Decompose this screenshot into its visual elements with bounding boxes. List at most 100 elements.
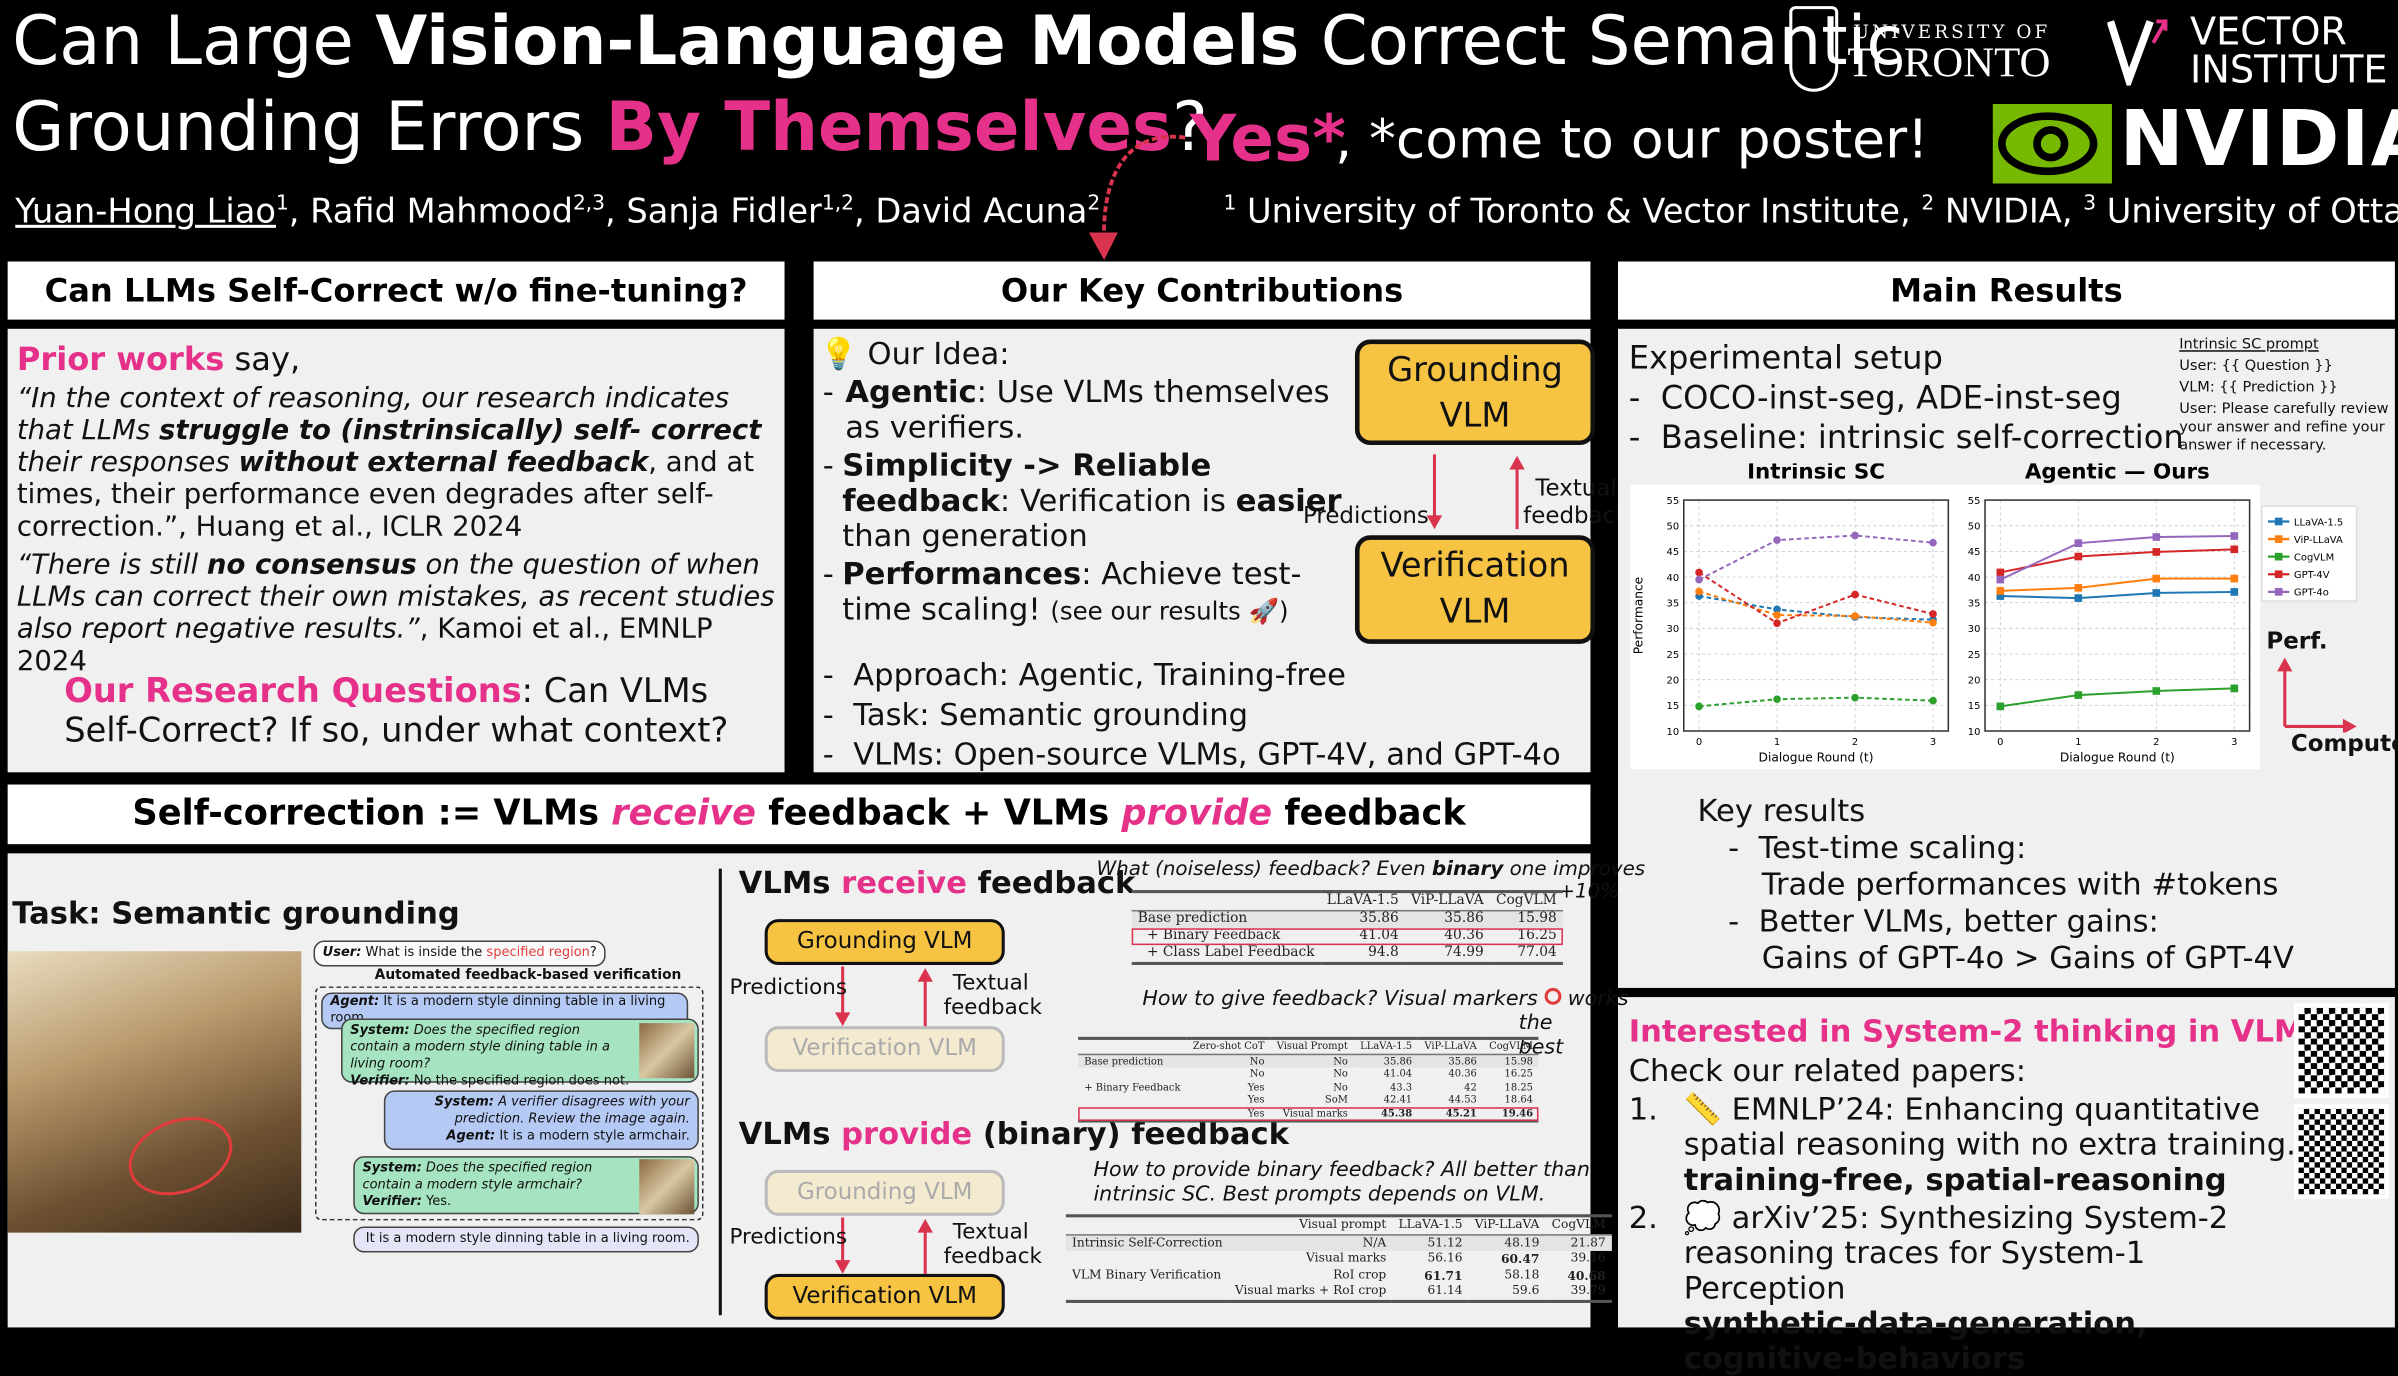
bullet: - Agentic: Use VLMs themselves as verifi…: [823, 374, 1343, 445]
text-segment: : Can VLMs Self-Correct? If so, under wh…: [64, 672, 729, 751]
prompt-line: User: Please carefully review your answe…: [2179, 400, 2389, 455]
series-line-LLaVA-1.5: [2000, 590, 2235, 600]
data-point: [1695, 587, 1703, 596]
data-point: [2230, 532, 2239, 540]
column-header: LLaVA-1.5: [1398, 1217, 1463, 1232]
key-item: - Test-time scaling:Trade performances w…: [1698, 829, 2294, 902]
verification-vlm-box: Verification VLM: [764, 1273, 1005, 1320]
y-tick-label: 35: [1968, 599, 1981, 610]
series-line-GPT-4V: [1698, 571, 1934, 625]
paper-item[interactable]: 1.📏 EMNLP’24: Enhancing quantitative spa…: [1629, 1090, 2302, 1198]
system-text: System: Does the specified region contai…: [362, 1161, 630, 1195]
column-header: LLaVA-1.5: [1326, 893, 1399, 909]
data-point: [1851, 693, 1859, 702]
bullet: - Performances: Achieve test-time scalin…: [823, 556, 1343, 629]
table-cell: 40.68: [1567, 1267, 1606, 1283]
data-point: [1929, 618, 1937, 627]
paper-item[interactable]: 2. 💭 arXiv’25: Synthesizing System-2 reas…: [1628, 1198, 2302, 1376]
qr-code-icon[interactable]: [2293, 1003, 2389, 1099]
text-segment: , David Acuna: [853, 193, 1088, 232]
text-segment: than generation: [842, 516, 1088, 554]
paper-tags: training-free, spatial-reasoning: [1683, 1160, 2227, 1198]
ruler-icon: 📏: [1683, 1090, 1722, 1128]
table-cell: 56.16: [1427, 1250, 1463, 1265]
y-tick-label: 15: [1968, 701, 1981, 712]
caption-text: works: [1567, 986, 1629, 1011]
chart-background: [1630, 484, 2261, 770]
column-header: [1132, 892, 1321, 911]
legend-marker: [2274, 552, 2283, 561]
bullet-text: Approach: Agentic, Training-free: [853, 656, 1346, 693]
column-header: [1066, 1216, 1229, 1234]
column-header: CogVLM: [1489, 1039, 1534, 1053]
y-tick-label: 30: [1968, 624, 1981, 635]
table-cell: No: [1249, 1054, 1265, 1067]
poster: Can Large Vision-Language Models Correct…: [7, 3, 2398, 1376]
y-tick-label: 10: [1667, 727, 1680, 738]
setup-item: - COCO-inst-seg, ADE-inst-seg: [1628, 379, 2122, 416]
key-title: Key results: [1697, 792, 1866, 829]
table-cell: No: [1249, 1067, 1265, 1080]
flow-arrows-icon: [1426, 454, 1525, 530]
text-segment: binary: [1431, 857, 1504, 881]
nvidia-eye-icon: [1992, 103, 2112, 184]
related-papers: 1.📏 EMNLP’24: Enhancing quantitative spa…: [1628, 1090, 2302, 1376]
text-segment: 1,2: [821, 192, 854, 216]
y-tick-label: 45: [1968, 547, 1981, 558]
quote-huang: “In the context of reasoning, our resear…: [17, 382, 782, 543]
table-cell: 40.36: [1448, 1067, 1477, 1080]
idea-label: 💡 Our Idea:: [820, 335, 1010, 372]
affiliations: 1 University of Toronto & Vector Institu…: [1223, 193, 2398, 232]
box-line: Grounding: [1387, 351, 1563, 390]
title-line-1: Can Large Vision-Language Models Correct…: [12, 3, 1903, 81]
auto-verification-label: Automated feedback-based verification: [374, 968, 682, 984]
data-point: [1929, 538, 1937, 547]
legend-marker: [2274, 517, 2283, 526]
series-line-CogVLM: [2000, 687, 2235, 708]
curved-arrow-icon: [1088, 134, 1186, 260]
text-segment: Grounding Errors: [12, 88, 606, 167]
series-line-ViP-LLaVA: [2000, 577, 2235, 592]
table3-caption: How to provide binary feedback? All bett…: [1093, 1157, 1590, 1207]
quote-kamoi: “There is still no consensus on the ques…: [17, 549, 782, 677]
text-segment: receive: [611, 793, 757, 834]
uoft-small: UNIVERSITY OF: [1853, 21, 2051, 43]
table-cell: RoI crop: [1333, 1267, 1387, 1281]
text-segment: specified region: [486, 945, 590, 961]
circle-marker-icon: [1544, 987, 1562, 1005]
table2-caption: How to give feedback? Visual markers wor…: [1142, 986, 1628, 1010]
text-segment: Yuan-Hong Liao: [15, 193, 276, 232]
table-cell: + Class Label Feedback: [1146, 945, 1315, 961]
text-segment: , Huang et al., ICLR 2024: [178, 510, 523, 543]
paper-num: 2.: [1628, 1198, 1658, 1236]
legend-label: ViP-LLaVA: [2294, 535, 2343, 546]
text-segment: VLMs: [738, 1114, 842, 1152]
table-cell: 39.79: [1570, 1283, 1606, 1297]
thought-icon: 💭: [1683, 1198, 1722, 1236]
paper-text: arXiv’25: Synthesizing System-2 reasonin…: [1683, 1198, 2229, 1307]
qr-code-icon[interactable]: [2293, 1104, 2389, 1199]
text-segment: 2,3: [572, 192, 606, 216]
crop-thumbnail: [639, 1023, 695, 1079]
text-segment: System:: [434, 1094, 494, 1111]
approach-list: - Approach: Agentic, Training-free - Tas…: [823, 655, 1561, 774]
table-cell: Visual marks: [1306, 1250, 1387, 1265]
data-point: [2152, 533, 2161, 541]
predictions-label: Predictions: [1302, 501, 1429, 530]
verification-vlm-box-faded: Verification VLM: [764, 1026, 1005, 1073]
x-tick-label: 2: [2153, 737, 2159, 748]
key-item-title: Test-time scaling:: [1758, 828, 2027, 866]
text-segment: provide: [841, 1114, 973, 1152]
text-segment: no consensus: [206, 549, 417, 582]
data-point: [2152, 687, 2161, 695]
y-tick-label: 40: [1667, 573, 1680, 584]
table-cell: 18.25: [1504, 1080, 1534, 1093]
predictions-label: Predictions: [729, 1224, 847, 1250]
text-segment: Vision-Language Models: [375, 3, 1300, 82]
table-cell: Yes: [1247, 1080, 1265, 1093]
